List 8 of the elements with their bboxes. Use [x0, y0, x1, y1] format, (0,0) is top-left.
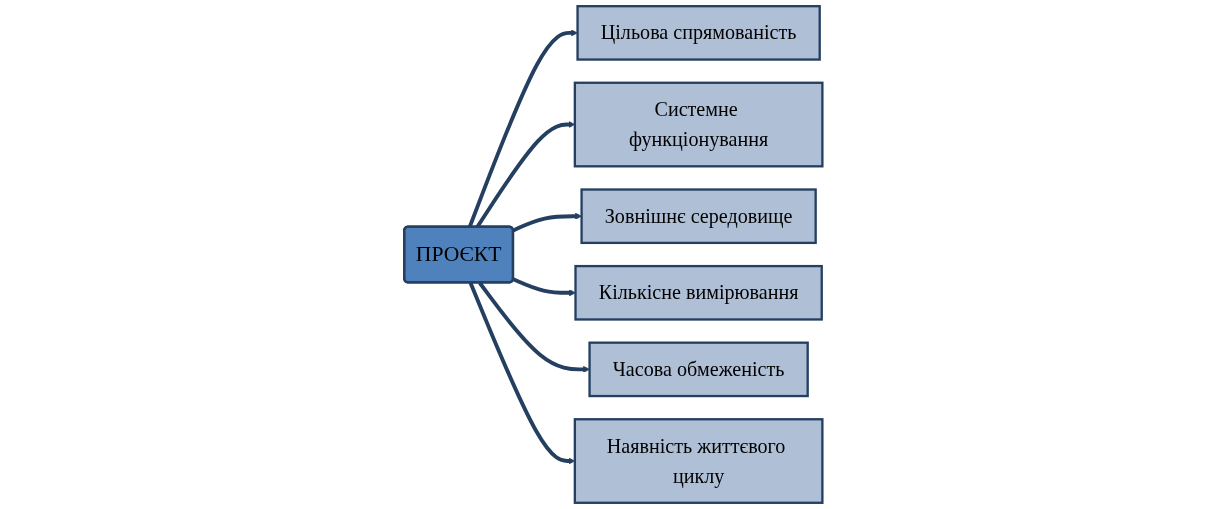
node-box: Цільова спрямованість	[576, 5, 822, 61]
node-box: Часова обмеженість	[588, 341, 810, 398]
node-box: Зовнішнє середовище	[580, 188, 817, 245]
node-box: Кількісне вимірювання	[574, 264, 824, 321]
arrow	[512, 277, 576, 297]
node-box: Наявність життєвого циклу	[573, 418, 824, 504]
arrow	[468, 282, 576, 465]
node-box: Системне функціонування	[573, 81, 824, 168]
